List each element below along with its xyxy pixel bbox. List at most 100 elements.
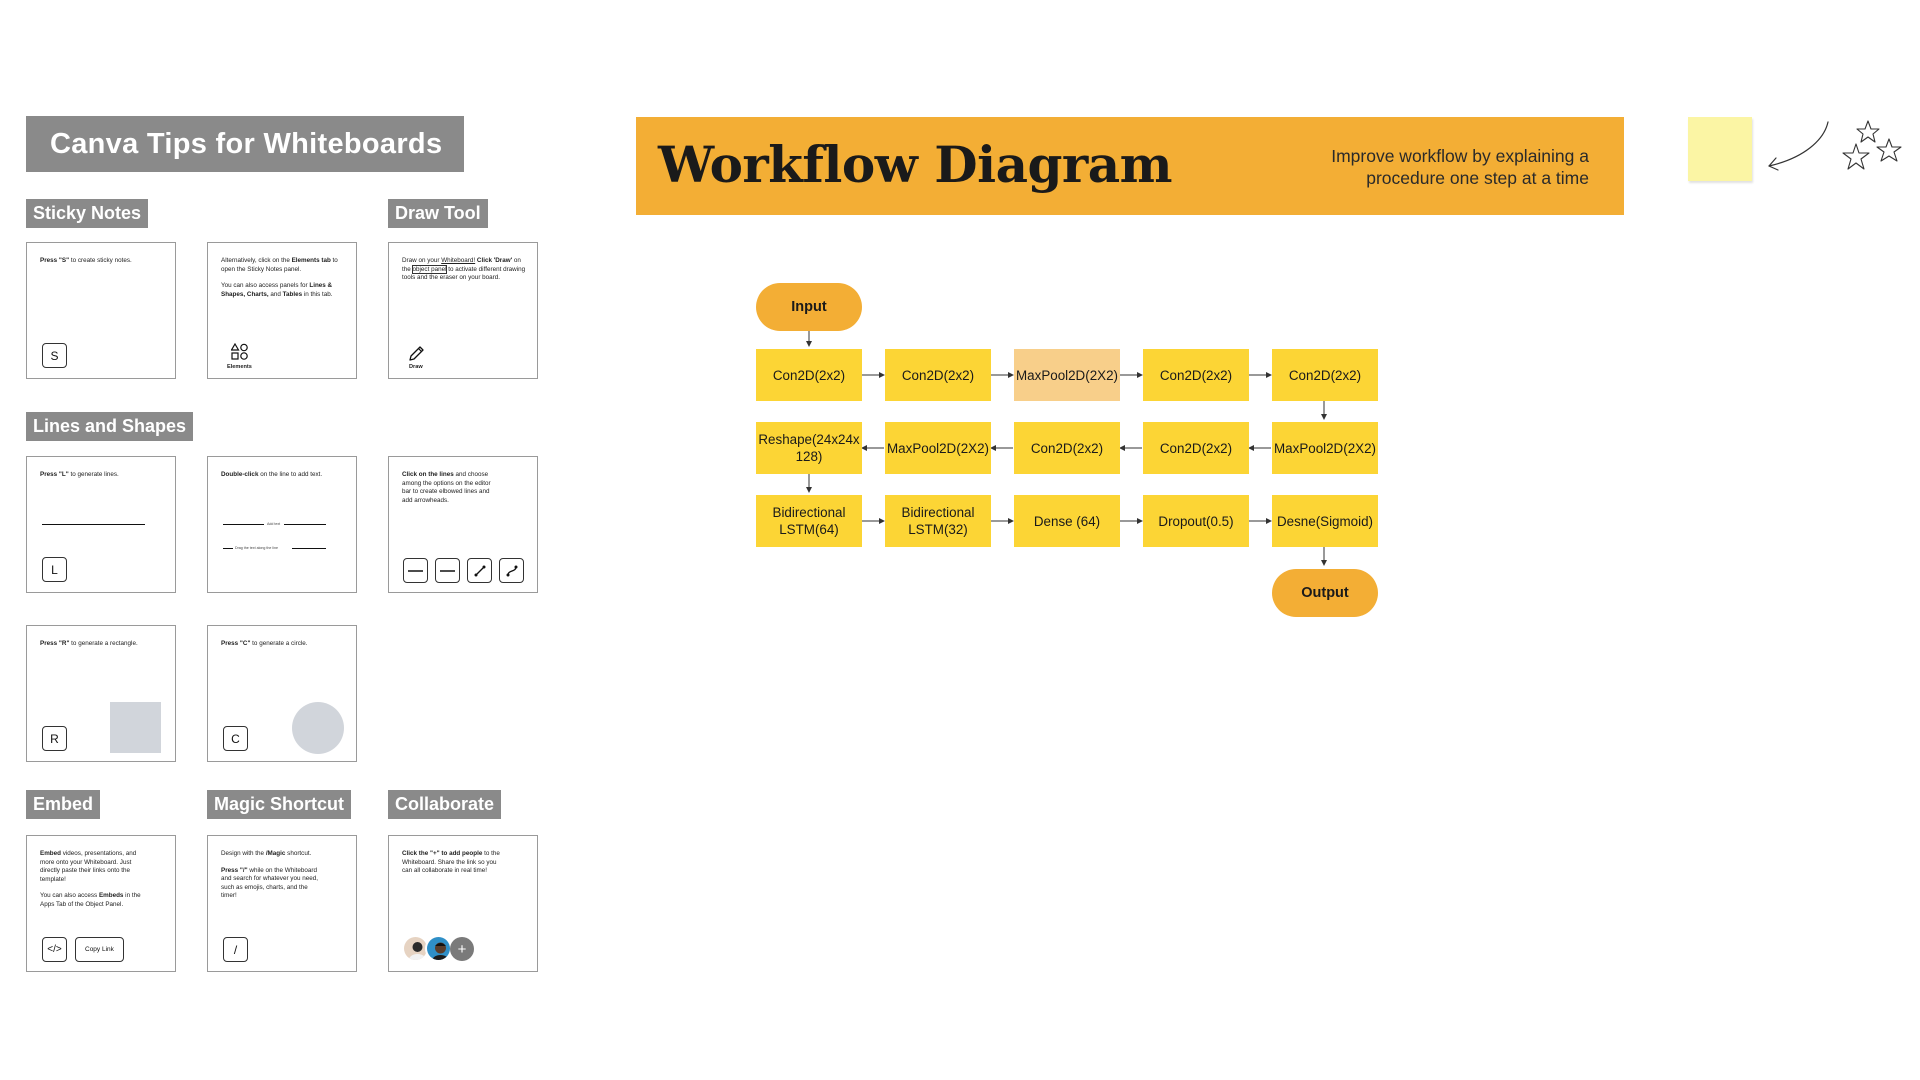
tip-text-bold: /Magic <box>265 850 286 857</box>
diagonal-line-option[interactable] <box>467 558 492 583</box>
tip-text-part: Draw on your <box>402 257 442 264</box>
add-people-button[interactable]: + <box>450 937 474 961</box>
node-dense-sigmoid[interactable]: Desne(Sigmoid) <box>1272 495 1378 547</box>
tip-card-rectangle[interactable]: Press "R" to generate a rectangle. R <box>26 625 176 762</box>
tip-text-body: to create sticky notes. <box>69 257 132 264</box>
sample-line-right <box>284 524 326 525</box>
curved-line-option[interactable] <box>499 558 524 583</box>
tip-text-body: to generate a circle. <box>250 640 308 647</box>
tip-text-bold: Embeds <box>98 892 124 899</box>
tip-text-part: on the <box>402 257 521 273</box>
section-label-magic-shortcut: Magic Shortcut <box>207 790 352 819</box>
tip-text-body: to the Whiteboard. Share the link so you… <box>402 850 500 874</box>
section-label-sticky-notes: Sticky Notes <box>26 199 149 228</box>
tip-text-bold: Press "L" <box>40 471 69 478</box>
tip-card-line-options[interactable]: Click on the lines and choose among the … <box>388 456 538 593</box>
tip-card-elements-tab[interactable]: Alternatively, click on the Elements tab… <box>207 242 357 379</box>
draw-icon-label: Draw <box>409 364 423 370</box>
node-reshape[interactable]: Reshape(24x24x128) <box>756 422 862 474</box>
node-con2d[interactable]: Con2D(2x2) <box>885 349 991 401</box>
node-maxpool2d[interactable]: MaxPool2D(2X2) <box>1014 349 1120 401</box>
line-curved-icon <box>506 565 517 576</box>
tip-card-magic-shortcut[interactable]: Design with the /Magic shortcut. Press "… <box>207 835 357 972</box>
workflow-title: Workflow Diagram <box>658 135 1173 194</box>
tip-text-bold: Tables <box>282 290 303 298</box>
copy-link-button[interactable]: Copy Link <box>75 937 124 962</box>
tip-text: Press "S" to create sticky notes. <box>40 257 166 266</box>
tip-card-collaborate[interactable]: Click the "+" to add people to the White… <box>388 835 538 972</box>
tip-text-part: Design with the <box>221 850 266 857</box>
tip-text-part: Whiteboard! <box>441 257 476 264</box>
tip-card-draw[interactable]: Draw on your Whiteboard! Click 'Draw' on… <box>388 242 538 379</box>
key-r-icon: R <box>42 726 67 751</box>
tip-text-part: and <box>268 290 283 298</box>
arrow-line-option[interactable] <box>435 558 460 583</box>
tip-text-bold: Press "/" <box>221 866 248 874</box>
node-con2d[interactable]: Con2D(2x2) <box>1272 349 1378 401</box>
tip-card-embed[interactable]: Embed videos, presentations, and more on… <box>26 835 176 972</box>
tip-text: Embed videos, presentations, and more on… <box>40 850 150 917</box>
doodle-stars-icon <box>1842 120 1902 170</box>
tip-text-part: while on the Whiteboard and search for w… <box>221 866 318 900</box>
tip-text-bold: Embed <box>40 850 61 857</box>
tips-title: Canva Tips for Whiteboards <box>26 116 464 172</box>
line-caption-drag-text: Drag the text along the line <box>235 546 278 550</box>
straight-line-option[interactable] <box>403 558 428 583</box>
elements-icon-label: Elements <box>227 364 252 370</box>
section-label-lines-and-shapes: Lines and Shapes <box>26 412 194 441</box>
tip-text-part: Alternatively, click on the <box>221 257 292 264</box>
node-con2d[interactable]: Con2D(2x2) <box>1143 349 1249 401</box>
node-con2d[interactable]: Con2D(2x2) <box>1014 422 1120 474</box>
output-node[interactable]: Output <box>1272 569 1378 617</box>
node-bidirectional-lstm[interactable]: Bidirectional LSTM(64) <box>756 495 862 547</box>
tip-text-bold: Click the "+" to add people <box>402 850 483 857</box>
tip-text-bold: Press "S" <box>40 257 70 264</box>
node-con2d[interactable]: Con2D(2x2) <box>1143 422 1249 474</box>
avatar <box>402 935 429 962</box>
sample-line-right <box>292 548 326 549</box>
tip-text-part: shortcut. <box>285 850 312 857</box>
hand-drawn-arrow-icon <box>1768 121 1829 171</box>
avatar-person-icon <box>404 937 427 960</box>
node-bidirectional-lstm[interactable]: Bidirectional LSTM(32) <box>885 495 991 547</box>
section-label-collaborate: Collaborate <box>388 790 502 819</box>
tip-text-body: to generate lines. <box>68 471 119 478</box>
sample-line-left <box>223 524 264 525</box>
node-dropout[interactable]: Dropout(0.5) <box>1143 495 1249 547</box>
tip-text-body: and choose among the options on the edit… <box>402 471 491 504</box>
tip-text: Alternatively, click on the Elements tab… <box>221 257 347 307</box>
tip-text-bold: Lines & Shapes, Charts, <box>221 282 333 298</box>
tip-text-bold: Press "C" <box>221 640 251 647</box>
tip-text-body: to generate a rectangle. <box>69 640 138 647</box>
node-maxpool2d[interactable]: MaxPool2D(2X2) <box>885 422 991 474</box>
tip-text-bold: Click on the lines <box>402 471 454 478</box>
tip-card-line-text[interactable]: Double-click on the line to add text. Ad… <box>207 456 357 593</box>
sample-line-left <box>223 548 233 549</box>
tip-text: Press "R" to generate a rectangle. <box>40 640 166 649</box>
tip-text-bold: Elements tab <box>291 257 331 264</box>
line-diagonal-icon <box>474 565 485 576</box>
tip-text-part: to activate different drawing tools and … <box>402 265 526 282</box>
node-con2d[interactable]: Con2D(2x2) <box>756 349 862 401</box>
key-c-icon: C <box>223 726 248 751</box>
key-s-icon: S <box>42 343 67 368</box>
tip-text: Press "L" to generate lines. <box>40 471 166 480</box>
sticky-note[interactable] <box>1688 117 1752 181</box>
section-label-embed: Embed <box>26 790 101 819</box>
node-dense[interactable]: Dense (64) <box>1014 495 1120 547</box>
tip-text: Click on the lines and choose among the … <box>402 471 500 505</box>
tip-text-part: object panel <box>411 264 448 274</box>
workflow-subtitle: Improve workflow by explaining a procedu… <box>1331 146 1589 188</box>
sample-circle <box>292 702 344 754</box>
tip-text: Press "C" to generate a circle. <box>221 640 347 649</box>
elements-icon <box>231 343 248 360</box>
tip-card-circle[interactable]: Press "C" to generate a circle. C <box>207 625 357 762</box>
input-node[interactable]: Input <box>756 283 862 331</box>
line-arrow-icon <box>440 569 455 572</box>
tip-card-sticky-shortcut[interactable]: Press "S" to create sticky notes. S <box>26 242 176 379</box>
node-maxpool2d[interactable]: MaxPool2D(2X2) <box>1272 422 1378 474</box>
tip-text-bold: Press "R" <box>40 640 70 647</box>
tip-text-bold: Double-click <box>221 471 259 478</box>
tip-card-lines-shortcut[interactable]: Press "L" to generate lines. L <box>26 456 176 593</box>
